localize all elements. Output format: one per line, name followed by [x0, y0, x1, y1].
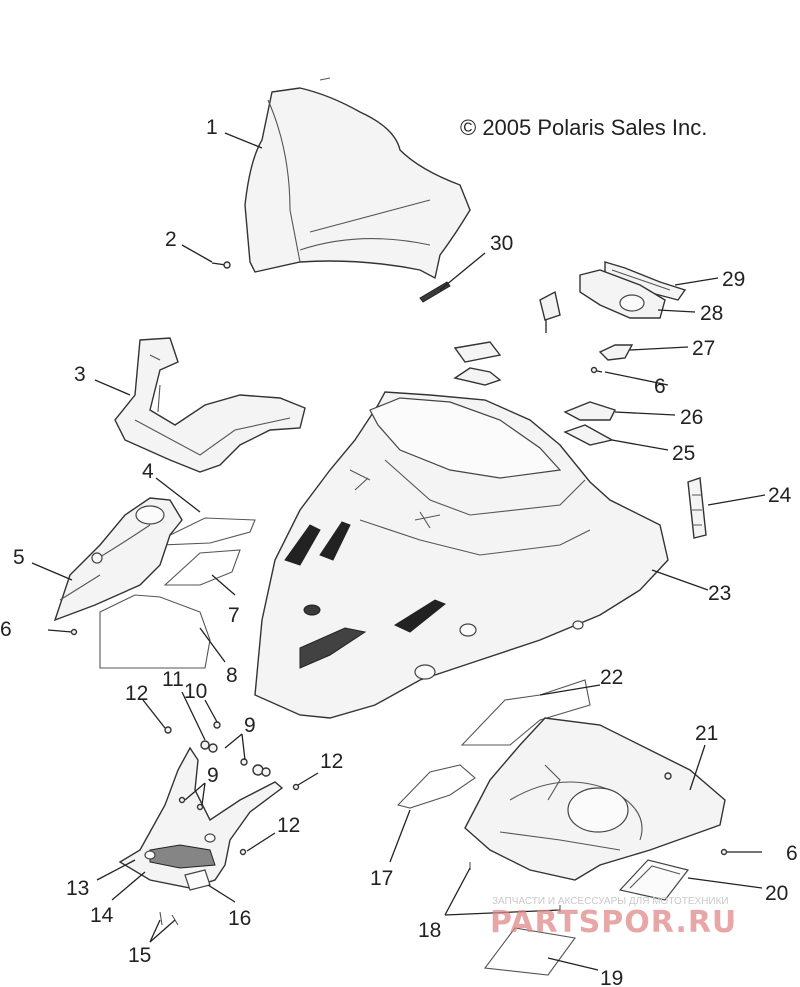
callout-20: 20 [765, 882, 788, 905]
callout-12-top: 12 [125, 682, 148, 705]
decal-17[interactable] [396, 764, 476, 809]
callout-25: 25 [672, 442, 695, 465]
callout-6-upper: 6 [654, 375, 666, 398]
nut-11[interactable] [200, 740, 218, 753]
callout-9-top: 9 [244, 714, 256, 737]
trim-strip-30[interactable] [419, 281, 451, 303]
callout-16: 16 [228, 907, 251, 930]
screw-10[interactable] [213, 721, 221, 729]
screw-6-left[interactable] [47, 628, 78, 636]
callout-24: 24 [768, 484, 792, 507]
callout-28: 28 [700, 302, 723, 325]
callout-4: 4 [142, 460, 154, 483]
callout-6-left: 6 [0, 618, 12, 641]
clip-27[interactable] [598, 344, 634, 361]
bracket-upper[interactable] [539, 290, 561, 333]
callout-12-mid: 12 [320, 750, 343, 773]
callout-26: 26 [680, 406, 703, 429]
callout-9-low: 9 [207, 764, 219, 787]
callout-27: 27 [692, 337, 715, 360]
decal-19[interactable] [483, 927, 576, 976]
gauge-28[interactable] [579, 269, 666, 319]
screw-2[interactable] [211, 261, 231, 269]
leader-lines [31, 132, 766, 971]
callout-30: 30 [490, 232, 513, 255]
callout-numbers: 1 2 30 29 28 27 6 26 25 24 23 3 4 5 6 7 … [0, 116, 798, 987]
decal-8[interactable] [99, 594, 211, 669]
cover-26[interactable] [563, 401, 616, 421]
clips-9-lower[interactable] [178, 796, 204, 811]
callout-10: 10 [184, 680, 207, 703]
callout-22: 22 [600, 666, 623, 689]
watermark-tagline: ЗАПЧАСТИ И АКСЕССУАРЫ ДЛЯ МОТОТЕХНИКИ [492, 896, 729, 907]
front-bumper-16[interactable] [118, 746, 284, 891]
callout-5: 5 [13, 546, 25, 569]
callout-2: 2 [165, 228, 177, 251]
callout-1: 1 [206, 116, 218, 139]
callout-19: 19 [600, 967, 623, 987]
screw-6-upper[interactable] [590, 366, 603, 374]
callout-12-low: 12 [277, 814, 300, 837]
bolt-12-mid[interactable] [292, 783, 300, 791]
callout-7: 7 [228, 604, 240, 627]
decal-22[interactable] [460, 679, 591, 746]
callout-13: 13 [66, 877, 89, 900]
screw-6-right[interactable] [720, 848, 763, 856]
side-panel-5[interactable] [53, 497, 183, 622]
bracket-25[interactable] [563, 424, 614, 446]
callout-18: 18 [418, 919, 441, 942]
callout-21: 21 [695, 722, 718, 745]
callout-17: 17 [370, 867, 393, 890]
callout-15: 15 [128, 944, 151, 967]
rivet-15[interactable] [159, 911, 179, 926]
belly-pan-21[interactable] [464, 717, 726, 881]
console-frame[interactable] [114, 337, 306, 473]
watermark: ЗАПЧАСТИ И АКСЕССУАРЫ ДЛЯ МОТОТЕХНИКИ PA… [490, 896, 737, 940]
callout-14: 14 [90, 904, 114, 927]
copyright-notice: © 2005 Polaris Sales Inc. [460, 115, 707, 140]
callout-11: 11 [162, 668, 184, 691]
callout-23: 23 [708, 582, 731, 605]
hood-23[interactable] [254, 391, 669, 719]
callout-3: 3 [74, 363, 86, 386]
decal-7[interactable] [163, 549, 241, 586]
bolt-12-right[interactable] [239, 848, 247, 856]
windshield[interactable] [244, 77, 471, 280]
cover-left-top[interactable] [453, 341, 502, 386]
clips-9-upper[interactable] [240, 758, 271, 777]
callout-6-right: 6 [786, 842, 798, 865]
callout-8: 8 [226, 664, 238, 687]
bolt-12-left[interactable] [164, 726, 172, 734]
decal-20[interactable] [618, 859, 690, 901]
watermark-site: PARTSPOR.RU [490, 905, 737, 940]
callout-29: 29 [722, 268, 745, 291]
handle-24[interactable] [687, 477, 707, 539]
